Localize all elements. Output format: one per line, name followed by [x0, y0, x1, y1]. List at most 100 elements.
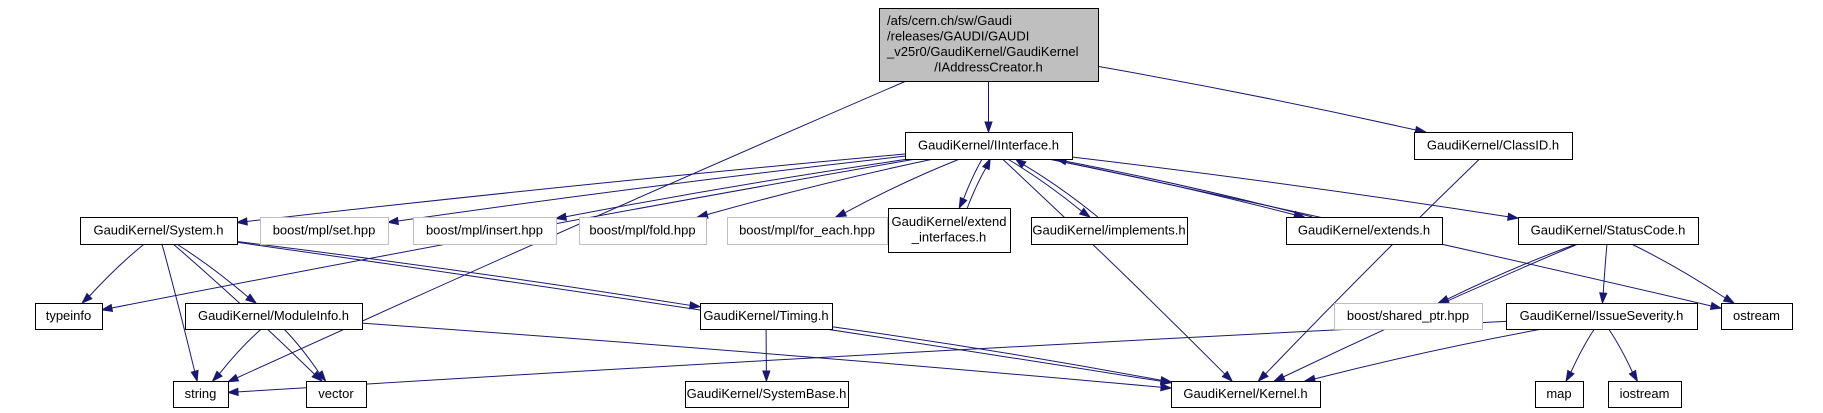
node-label: _v25r0/GaudiKernel/GaudiKernel	[886, 44, 1079, 59]
node-label: map	[1546, 386, 1571, 401]
node-mplinsert: boost/mpl/insert.hpp	[413, 217, 557, 245]
edge-iinterface-to-mplinsert	[554, 158, 909, 221]
arrowhead-icon	[1014, 158, 1027, 169]
node-box	[1414, 132, 1573, 160]
node-label: GaudiKernel/extend	[892, 214, 1007, 229]
edge-statuscode-to-issueseverity	[1599, 243, 1608, 305]
node-label: string	[185, 386, 217, 401]
node-label: boost/mpl/insert.hpp	[426, 222, 543, 237]
node-vector[interactable]: vector	[306, 381, 367, 408]
node-label: /IAddressCreator.h	[934, 60, 1042, 75]
arrowhead-icon	[695, 210, 709, 219]
node-box	[700, 303, 833, 330]
node-label: GaudiKernel/StatusCode.h	[1531, 222, 1686, 237]
edge-line	[966, 167, 987, 209]
node-box	[888, 208, 1011, 253]
node-statuscode[interactable]: GaudiKernel/StatusCode.h	[1518, 217, 1699, 245]
edge-statuscode-to-sharedptr	[1437, 243, 1577, 304]
node-box	[260, 217, 389, 245]
node-box	[35, 303, 103, 330]
edge-line	[1608, 328, 1633, 373]
edge-line	[1602, 243, 1608, 294]
edge-line	[219, 328, 262, 375]
node-mplforeach: boost/mpl/for_each.hpp	[727, 217, 888, 245]
node-implements[interactable]: GaudiKernel/implements.h	[1031, 217, 1188, 245]
arrowhead-icon	[1159, 376, 1173, 385]
edge-line	[397, 155, 906, 222]
node-system[interactable]: GaudiKernel/System.h	[80, 217, 238, 245]
node-root[interactable]: /afs/cern.ch/sw/Gaudi/releases/GAUDI/GAU…	[879, 8, 1099, 82]
edge-iinterface-to-mplset	[386, 155, 906, 226]
node-systembase[interactable]: GaudiKernel/SystemBase.h	[685, 381, 849, 408]
arrowhead-icon	[958, 196, 968, 210]
node-map[interactable]: map	[1535, 381, 1584, 408]
arrowhead-icon	[554, 212, 568, 221]
edge-line	[1071, 156, 1509, 218]
node-label: ostream	[1733, 308, 1780, 323]
edge-root-to-string	[226, 80, 907, 383]
arrowhead-icon	[1078, 207, 1092, 218]
node-box	[1171, 381, 1321, 408]
node-timing[interactable]: GaudiKernel/Timing.h	[700, 303, 833, 330]
edge-issueseverity-to-map	[1565, 328, 1595, 383]
node-moduleinfo[interactable]: GaudiKernel/ModuleInfo.h	[185, 303, 363, 330]
edge-line	[1002, 158, 1226, 375]
node-box	[413, 217, 557, 245]
edge-issueseverity-to-kernel	[1303, 328, 1543, 383]
node-label: GaudiKernel/Kernel.h	[1183, 386, 1307, 401]
edge-line	[565, 158, 909, 218]
edge-line	[89, 243, 145, 297]
arrowhead-icon	[1709, 301, 1723, 310]
node-box	[1535, 381, 1584, 408]
edge-line	[283, 328, 320, 374]
arrowhead-icon	[1599, 292, 1608, 305]
arrowhead-icon	[1507, 212, 1520, 221]
edge-line	[963, 158, 983, 200]
edge-moduleinfo-to-vector	[283, 328, 327, 383]
edge-line	[1097, 65, 1416, 131]
edge-system-to-timing	[236, 241, 702, 310]
edge-moduleinfo-to-kernel	[361, 322, 1173, 392]
arrowhead-icon	[834, 208, 848, 218]
arrowhead-icon	[984, 121, 993, 134]
edge-system-to-typeinfo	[81, 243, 145, 305]
node-ostream[interactable]: ostream	[1721, 303, 1793, 330]
arrowhead-icon	[81, 292, 93, 305]
node-label: typeinfo	[46, 308, 92, 323]
edge-line	[1023, 164, 1099, 218]
arrowhead-icon	[190, 369, 199, 383]
edge-line	[236, 241, 691, 306]
arrowhead-icon	[1565, 369, 1575, 383]
node-extends[interactable]: GaudiKernel/extends.h	[1286, 217, 1443, 245]
edge-iinterface-to-statuscode	[1071, 156, 1520, 221]
edge-classid-to-kernel	[1257, 158, 1480, 383]
node-extendif[interactable]: GaudiKernel/extend_interfaces.h	[888, 208, 1011, 253]
arrowhead-icon	[981, 157, 991, 171]
node-label: GaudiKernel/Timing.h	[703, 308, 828, 323]
node-string[interactable]: string	[173, 381, 229, 408]
node-box	[1334, 303, 1483, 330]
node-classid[interactable]: GaudiKernel/ClassID.h	[1414, 132, 1573, 160]
edge-line	[1265, 158, 1480, 375]
node-mplset: boost/mpl/set.hpp	[260, 217, 389, 245]
node-iinterface[interactable]: GaudiKernel/IInterface.h	[905, 132, 1073, 160]
node-kernel[interactable]: GaudiKernel/Kernel.h	[1171, 381, 1321, 408]
edge-implements-to-iinterface	[1014, 158, 1099, 218]
nodes-layer: /afs/cern.ch/sw/Gaudi/releases/GAUDI/GAU…	[35, 8, 1793, 408]
arrowhead-icon	[1272, 372, 1286, 382]
node-label: GaudiKernel/ClassID.h	[1427, 137, 1559, 152]
edge-line	[1570, 328, 1595, 373]
node-box	[1031, 217, 1188, 245]
node-label: GaudiKernel/extends.h	[1298, 222, 1430, 237]
node-typeinfo[interactable]: typeinfo	[35, 303, 103, 330]
node-issueseverity[interactable]: GaudiKernel/IssueSeverity.h	[1506, 303, 1698, 330]
edge-extendif-to-iinterface	[966, 157, 991, 209]
node-box	[579, 217, 707, 245]
node-label: boost/shared_ptr.hpp	[1347, 308, 1469, 323]
edge-system-to-string	[161, 243, 199, 383]
node-label: GaudiKernel/IssueSeverity.h	[1520, 308, 1684, 323]
arrowhead-icon	[1160, 382, 1173, 392]
edge-line	[176, 243, 249, 298]
node-iostream[interactable]: iostream	[1608, 381, 1682, 408]
node-label: _interfaces.h	[911, 230, 986, 245]
